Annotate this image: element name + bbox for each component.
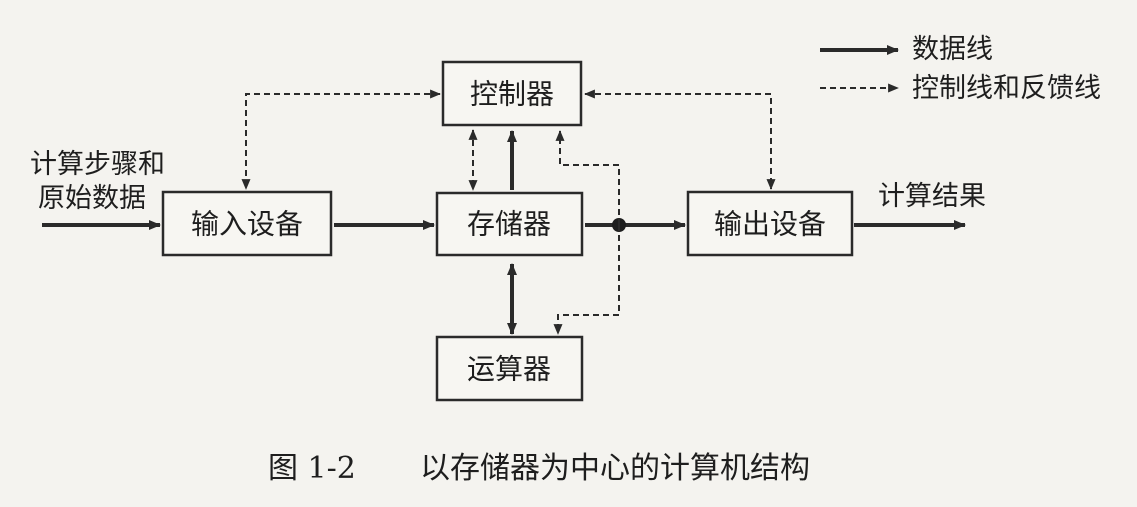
controller-box: 控制器	[441, 60, 583, 127]
memory-label: 存储器	[467, 208, 551, 241]
output-text: 计算结果	[878, 181, 986, 212]
caption-title: 以存储器为中心的计算机结构	[420, 451, 810, 486]
legend-data-line-label: 数据线	[912, 34, 993, 65]
output-device-label: 输出设备	[714, 208, 826, 241]
output-device-box: 输出设备	[686, 190, 854, 257]
alu-box: 运算器	[435, 335, 584, 402]
control-line-controller-to-output	[584, 89, 776, 190]
input-text-line-1: 计算步骤和	[30, 149, 165, 180]
input-device-label: 输入设备	[191, 208, 303, 241]
controller-label: 控制器	[470, 78, 554, 111]
control-line-controller-to-input	[241, 89, 441, 190]
input-device-box: 输入设备	[161, 190, 333, 257]
input-text-line-2: 原始数据	[38, 183, 146, 214]
legend-control-line-label: 控制线和反馈线	[912, 73, 1101, 104]
memory-box: 存储器	[435, 191, 584, 257]
caption: 图 1-2 以存储器为中心的计算机结构	[268, 451, 810, 486]
caption-number: 图 1-2	[268, 451, 356, 486]
control-line-junction-to-alu	[553, 225, 620, 335]
feedback-line-junction-to-controller	[555, 130, 620, 225]
legend: 数据线 控制线和反馈线	[820, 34, 1101, 104]
alu-label: 运算器	[467, 353, 551, 386]
